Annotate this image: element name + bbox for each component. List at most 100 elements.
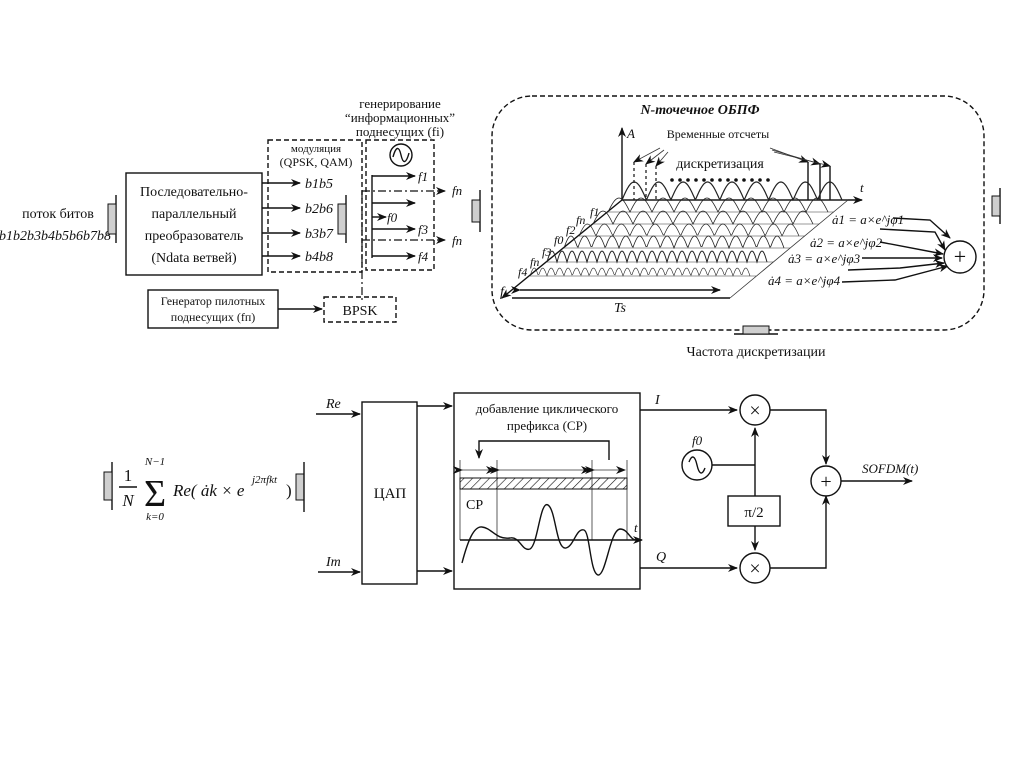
svg-text:×: ×: [749, 558, 760, 580]
sum-sigma: Σ: [144, 473, 166, 515]
cp-title-1: добавление циклического: [476, 401, 618, 416]
cp-title-2: префикса (CP): [507, 418, 587, 433]
sampling-dot: [670, 178, 674, 182]
cp-axis-t: t: [634, 520, 638, 535]
bit-stream-bits: b1b2b3b4b5b6b7b8: [0, 229, 111, 244]
sampling-dot: [750, 178, 754, 182]
sp-line3: преобразователь: [145, 229, 243, 244]
subcarrier-wave: [563, 235, 785, 250]
pilot-generator-block: Генератор пилотных поднесущих (fп): [147, 289, 279, 329]
multiplier-i: ×: [739, 394, 771, 426]
pilot-gen-line1: Генератор пилотных: [161, 294, 266, 308]
subcarrier-label: f4: [418, 249, 429, 264]
time-samples-label: Временные отсчеты: [667, 127, 769, 141]
subcarrier-label: f1: [418, 169, 428, 184]
output-label: SOFDM(t): [862, 461, 918, 476]
freq-label: f1: [590, 205, 599, 219]
freq-label: f2: [566, 223, 575, 237]
formula-close: ): [286, 481, 292, 500]
sum-lower: k=0: [146, 511, 164, 523]
bpsk-label: BPSK: [342, 304, 377, 319]
subcarrier-wave: [529, 267, 751, 277]
svg-text:π/2: π/2: [744, 505, 763, 521]
sampling-dot: [758, 178, 762, 182]
mod-output: b4b8: [305, 250, 333, 265]
ifft-sum-node: +: [943, 240, 977, 274]
sampling-dot: [742, 178, 746, 182]
dac-label: ЦАП: [374, 486, 407, 502]
sampling-dot: [766, 178, 770, 182]
sum-symbol: +: [954, 244, 966, 269]
sampling-frequency-label: Частота дискретизации: [687, 345, 826, 360]
formula-exponent: j2πfkt: [250, 474, 278, 486]
ifft-formula: 1 N Σ N−1 k=0 Re( ȧk × e j2πfkt ): [103, 456, 305, 523]
q-label: Q: [656, 550, 666, 565]
subcarrier-label: f0: [387, 210, 398, 225]
axis-f-label: f: [500, 285, 506, 300]
re-input-label: Re: [325, 397, 341, 412]
mod-output: b2b6: [305, 202, 333, 217]
axis-t-label: t: [860, 180, 864, 195]
mod-output: b3b7: [305, 227, 334, 242]
connector-pin-icon: [471, 190, 481, 232]
subcarrier-wave: [592, 210, 814, 225]
subcarrier-wave: [607, 197, 829, 213]
connector-pin-icon: [734, 325, 778, 335]
coefficient: ȧ3 = a×e^jφ3: [788, 251, 861, 266]
phase-shift-block: π/2: [727, 495, 781, 527]
sampling-dot: [726, 178, 730, 182]
cp-label: CP: [466, 498, 483, 513]
multiplier-q: ×: [739, 552, 771, 584]
subcarrier-label: f3: [418, 222, 429, 237]
connector-pin-icon: [337, 195, 347, 243]
freq-label: f3: [542, 245, 551, 259]
sampling-dot: [734, 178, 738, 182]
sampling-dot: [694, 178, 698, 182]
ifft-block: N-точечное ОБПФ Временные отсчеты дискре…: [491, 95, 985, 331]
modulation-block: модуляция (QPSK, QAM) b1b5 b2b6 b3b7 b4b…: [262, 139, 363, 273]
freq-label: fп: [530, 255, 539, 269]
svg-text:×: ×: [749, 400, 760, 422]
sp-line1: Последовательно-: [140, 185, 248, 200]
ofdm-signal-wave: [461, 504, 637, 576]
sampling-dot: [710, 178, 714, 182]
local-oscillator: f0: [681, 433, 713, 481]
ifft-title: N-точечное ОБПФ: [639, 103, 759, 118]
sp-converter-block: Последовательно- параллельный преобразов…: [125, 172, 263, 276]
formula-numerator: 1: [124, 466, 133, 485]
formula-denominator: N: [121, 491, 135, 510]
connector-pin-icon: [991, 188, 1001, 224]
subcarrier-wave: [621, 181, 843, 202]
freq-label: f4: [518, 265, 527, 279]
subcarrier-title-3: поднесущих (fi): [356, 124, 444, 139]
sp-line2: параллельный: [152, 207, 237, 222]
bpsk-block: BPSK: [323, 296, 397, 323]
im-input-label: Im: [325, 555, 341, 570]
coefficient: ȧ2 = a×e^jφ2: [810, 235, 883, 250]
sampling-dot: [686, 178, 690, 182]
sp-line4: (Ndata ветвей): [151, 251, 237, 266]
formula-body: Re( ȧk × e: [172, 481, 245, 500]
connector-pin-icon: [107, 195, 117, 243]
freq-label: f0: [554, 233, 563, 247]
subcarrier-wave: [578, 223, 800, 237]
svg-text:+: +: [820, 471, 831, 493]
iq-modulator: I Q × × f0 π/2 + SOFDM(t): [640, 393, 918, 584]
sampling-dots: [670, 178, 770, 182]
subcarrier-title-2: “информационных”: [345, 110, 455, 125]
subcarrier-waves: [529, 181, 848, 277]
pilot-label: fп: [452, 183, 462, 198]
coefficient: ȧ4 = a×e^jφ4: [768, 273, 841, 288]
i-label: I: [654, 393, 661, 408]
axis-a-label: A: [626, 126, 635, 141]
sampling-dot: [678, 178, 682, 182]
freq-label: fп: [576, 213, 585, 227]
modulation-title: модуляция: [291, 143, 341, 155]
subcarrier-title-1: генерирование: [359, 96, 441, 111]
subcarrier-wave: [546, 250, 768, 264]
cyclic-prefix-block: добавление циклического префикса (CP) CP…: [453, 392, 643, 590]
mod-output: b1b5: [305, 177, 333, 192]
bit-stream-label: поток битов: [22, 207, 94, 222]
oscillator-icon: [389, 143, 413, 167]
